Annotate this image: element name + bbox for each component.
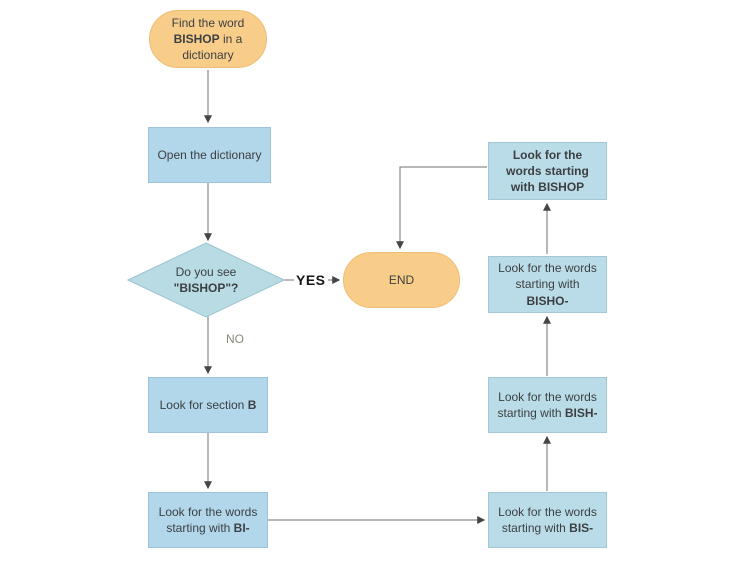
node-bi-label: Look for the words starting with BI- xyxy=(158,504,258,535)
node-start: Find the word BISHOP in a dictionary xyxy=(149,10,267,68)
node-end-label: END xyxy=(388,272,415,287)
node-section-b: Look for section B xyxy=(148,377,268,433)
node-bisho-label: Look for the words starting with BISHO- xyxy=(498,261,597,308)
node-decision-label: Do you see "BISHOP"? xyxy=(173,264,239,295)
label-yes: YES xyxy=(294,272,328,288)
node-bisho: Look for the words starting with BISHO- xyxy=(488,256,607,313)
node-bishop-label: Look for the words starting with BISHOP xyxy=(506,147,589,195)
node-bishop: Look for the words starting with BISHOP xyxy=(488,142,607,200)
node-open-dictionary-label: Open the dictionary xyxy=(157,147,262,162)
label-no: NO xyxy=(224,332,246,346)
node-end: END xyxy=(343,252,460,308)
node-start-label: Find the word BISHOP in a dictionary xyxy=(171,15,245,63)
node-bish-label: Look for the words starting with BISH- xyxy=(497,389,598,420)
node-decision: Do you see "BISHOP"? xyxy=(126,242,286,318)
node-bis: Look for the words starting with BIS- xyxy=(488,492,607,548)
node-bi: Look for the words starting with BI- xyxy=(148,492,268,548)
node-bis-label: Look for the words starting with BIS- xyxy=(498,504,597,535)
node-section-b-label: Look for section B xyxy=(159,397,257,412)
decision-diamond-shape xyxy=(126,242,286,318)
connector-bishop-end xyxy=(396,166,487,250)
node-bish: Look for the words starting with BISH- xyxy=(488,377,607,433)
node-open-dictionary: Open the dictionary xyxy=(148,127,271,183)
